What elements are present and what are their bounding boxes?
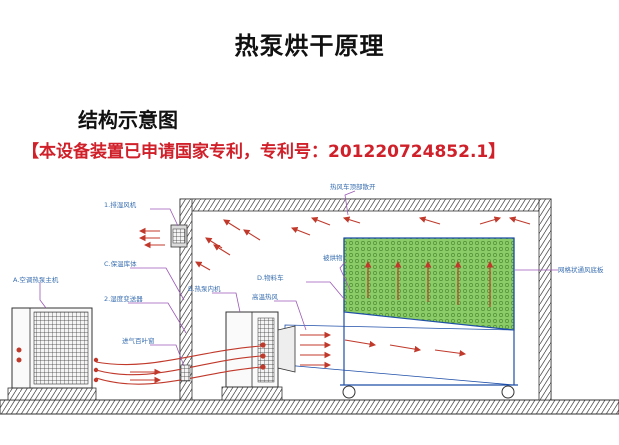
leader-lines [39, 190, 558, 367]
label-mesh-plate: 网格状通风底板 [558, 265, 604, 274]
fresh-air-louver [180, 364, 191, 382]
label-hot-air-outlet: 高温热风 [252, 292, 279, 301]
label-top: 热风车顶部散开 [330, 182, 376, 191]
label-insulation-wall: C.保温库体 [104, 259, 137, 268]
label-cart: D.物料车 [257, 273, 284, 282]
insulation-chamber [179, 198, 552, 401]
outdoor-unit [7, 307, 99, 401]
label-dehumid-valve: 2.湿度变送器 [104, 294, 143, 303]
ground [0, 399, 619, 415]
label-indoor-unit: B.热泵内机 [188, 284, 221, 293]
label-outdoor-unit: A.空调热泵主机 [13, 275, 59, 284]
page-title: 热泵烘干原理 [234, 32, 385, 60]
label-exhaust-fan: 1.排湿风机 [104, 200, 137, 209]
refrigerant-pipes [95, 345, 263, 385]
diagram-subtitle: 结构示意图 [78, 108, 178, 132]
material-cart [284, 237, 518, 399]
label-material: 被烘物 [323, 253, 343, 262]
patent-note: 【本设备装置已申请国家专利，专利号：201220724852.1】 [22, 142, 506, 162]
label-fresh-air-inlet: 进气百叶窗 [122, 336, 155, 345]
exhaust-fan [170, 224, 188, 248]
airflow-arrows [130, 216, 531, 384]
